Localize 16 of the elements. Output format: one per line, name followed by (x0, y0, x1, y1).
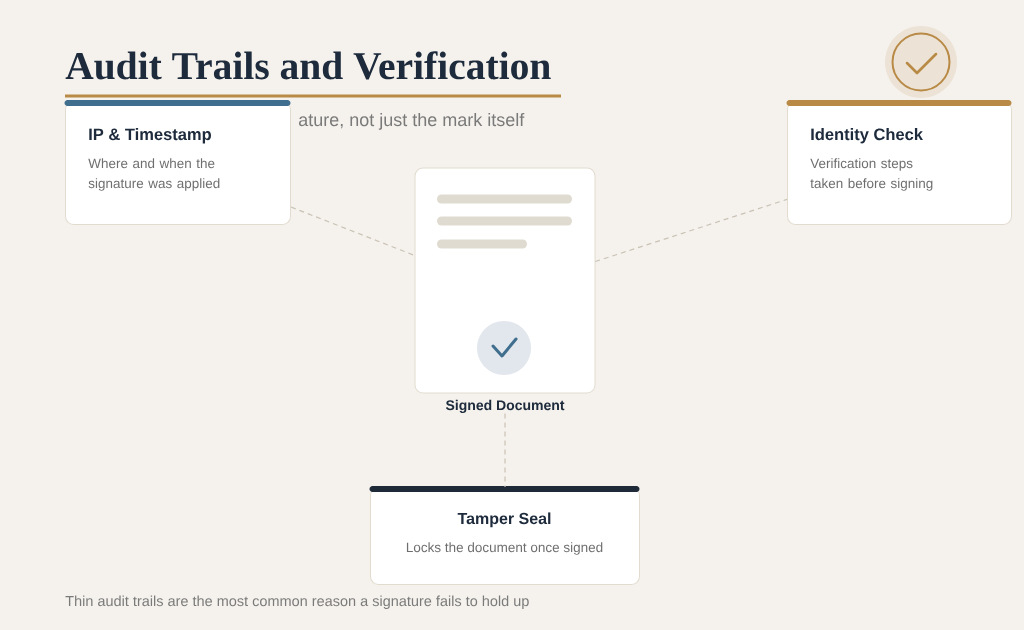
connector (290, 206, 416, 257)
card-text: Locks the document once signed (406, 542, 603, 555)
connector (594, 198, 788, 263)
connector (504, 412, 506, 488)
title: Audit Trails and Verification (65, 51, 551, 80)
card-heading: IP & Timestamp (89, 128, 211, 144)
card-heading: Tamper Seal (457, 512, 551, 528)
info-card (786, 100, 1012, 225)
card-text: Where and when the signature was applied (88, 158, 220, 191)
card-text: Verification steps taken before signing (810, 158, 933, 191)
footnote: Thin audit trails are the most common reason a signature fails to hold up (65, 595, 529, 609)
info-card (369, 486, 640, 585)
subtitle: ature, not just the mark itself (299, 112, 525, 130)
node-label: Signed Document (445, 399, 565, 413)
info-card (64, 100, 291, 225)
card-heading: Identity Check (811, 128, 923, 144)
